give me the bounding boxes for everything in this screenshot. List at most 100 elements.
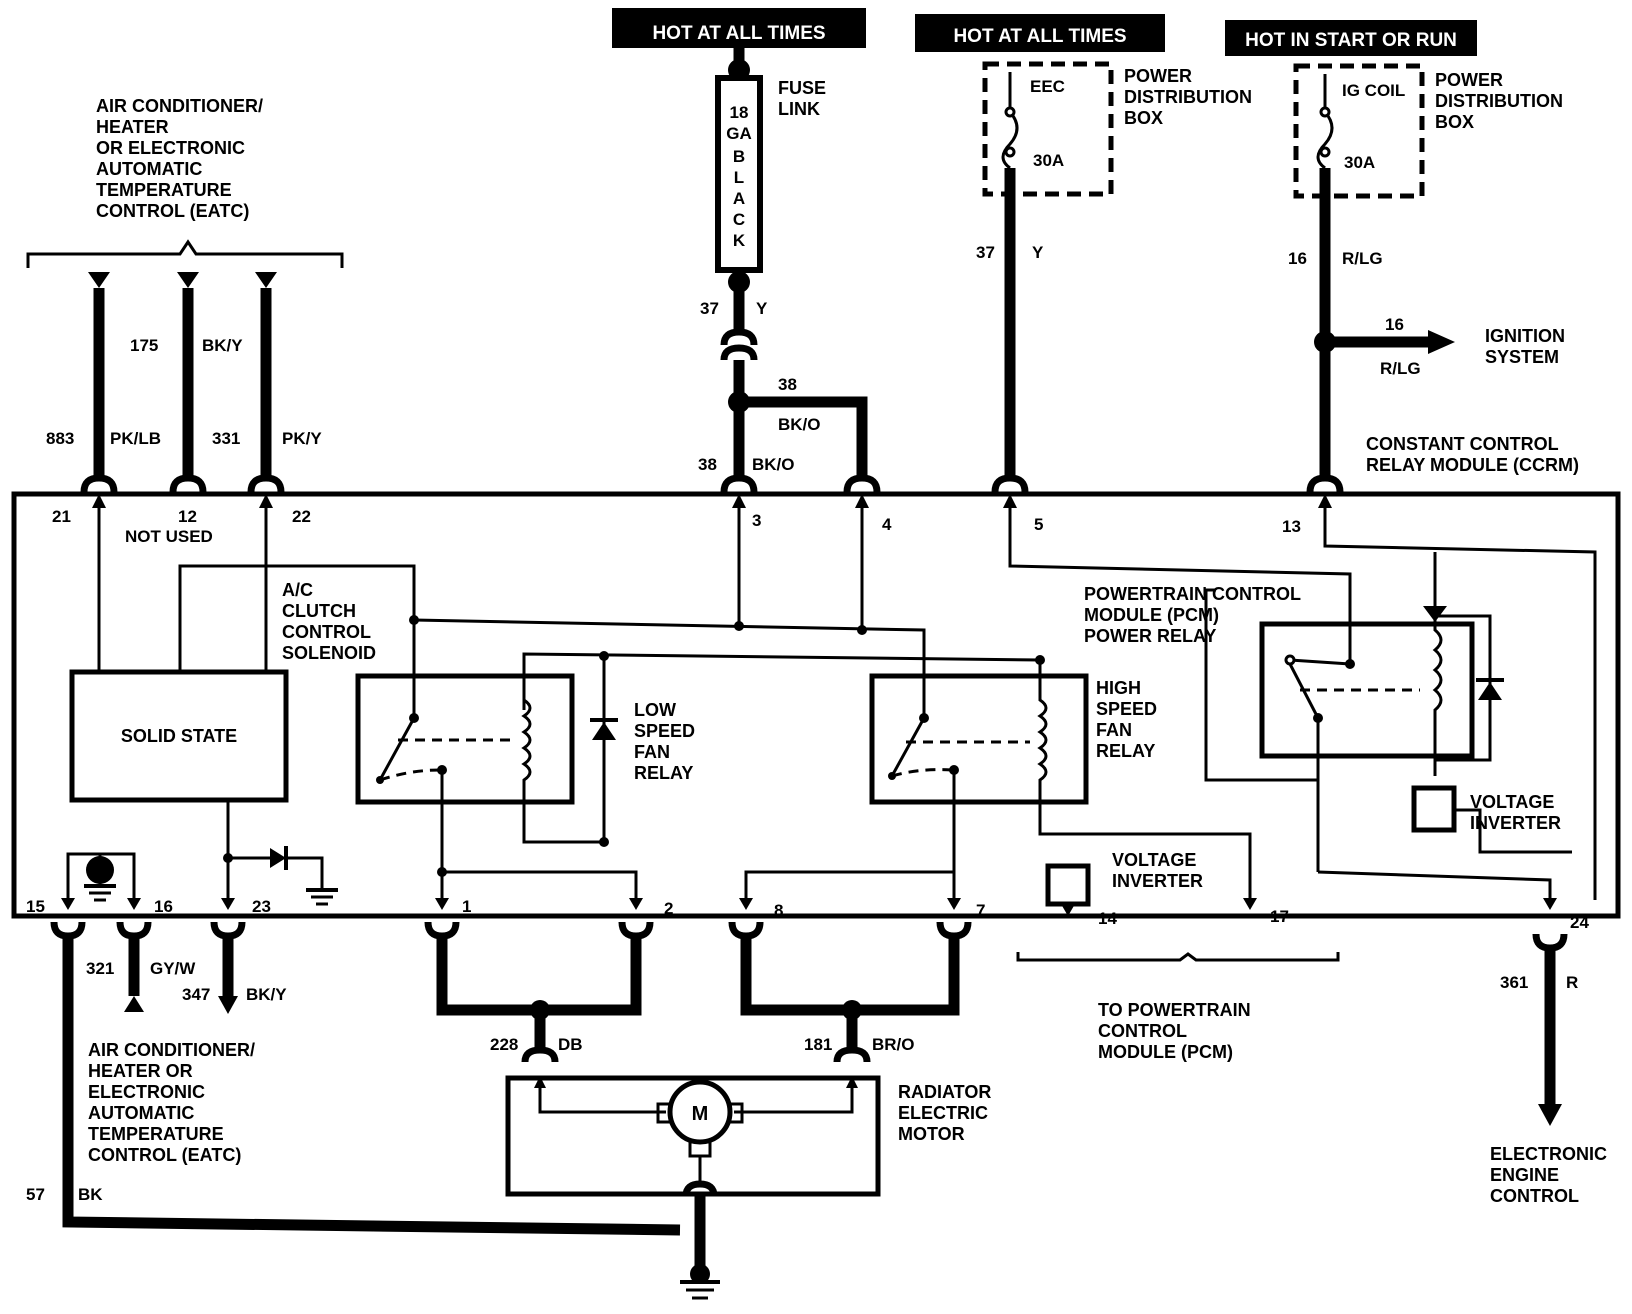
bottom-left-wiring <box>50 921 681 1236</box>
voltage-inverter-1 <box>1045 863 1091 916</box>
wire-883-color: PK/LB <box>110 429 161 448</box>
pin-12: 12 <box>178 507 197 526</box>
pcm-power-relay <box>1204 588 1557 910</box>
high-speed-fan-relay <box>869 630 1257 910</box>
pdb1-line-1: POWER <box>1124 66 1192 86</box>
eec-wire <box>1532 933 1568 1126</box>
motor-label: RADIATOR ELECTRIC MOTOR <box>898 1082 991 1144</box>
eatc-top-line-4: AUTOMATIC <box>96 159 202 179</box>
pin-24: 24 <box>1570 913 1589 932</box>
pin-5: 5 <box>1034 515 1043 534</box>
motor-line-1: RADIATOR <box>898 1082 991 1102</box>
pdb2-fuse-amp: 30A <box>1344 153 1375 172</box>
radiator-electric-motor: M <box>505 1075 881 1300</box>
wire-883-num: 883 <box>46 429 74 448</box>
pdb2-line-3: BOX <box>1435 112 1474 132</box>
pdb1-line-3: BOX <box>1124 108 1163 128</box>
eec-line-3: CONTROL <box>1490 1186 1579 1206</box>
wire-181-num: 181 <box>804 1035 832 1054</box>
low-relay-line-2: SPEED <box>634 721 695 741</box>
pcm-line-2: CONTROL <box>1098 1021 1187 1041</box>
eatc-top-label: AIR CONDITIONER/ HEATER OR ELECTRONIC AU… <box>96 96 263 221</box>
fuse-v-1: 18 <box>730 103 749 122</box>
header-hot3-text: HOT IN START OR RUN <box>1245 30 1457 51</box>
ac-clutch-label: A/C CLUTCH CONTROL SOLENOID <box>282 580 376 663</box>
ccrm-line-1: CONSTANT CONTROL <box>1366 434 1559 454</box>
pin-21: 21 <box>52 507 71 526</box>
solid-state-label: SOLID STATE <box>121 726 237 746</box>
motor-line-3: MOTOR <box>898 1124 965 1144</box>
eatc-bottom-line-1: AIR CONDITIONER/ <box>88 1040 255 1060</box>
pcm-label: TO POWERTRAIN CONTROL MODULE (PCM) <box>1098 1000 1251 1062</box>
voltage-inverter-2 <box>1411 785 1572 854</box>
low-relay-line-4: RELAY <box>634 763 693 783</box>
motor-bus-internal <box>435 867 961 910</box>
high-relay-line-4: RELAY <box>1096 741 1155 761</box>
ignition-line-2: SYSTEM <box>1485 347 1559 367</box>
ignition-wire-num: 16 <box>1385 315 1404 334</box>
low-speed-fan-relay <box>355 620 618 872</box>
wire-321-color: GY/W <box>150 959 196 978</box>
pin-14: 14 <box>1098 909 1117 928</box>
fuse-v-6: C <box>733 210 745 229</box>
wire-228-color: DB <box>558 1035 583 1054</box>
high-relay-line-3: FAN <box>1096 720 1132 740</box>
header-hot-in-start-or-run: HOT IN START OR RUN <box>1225 20 1477 56</box>
header-hot-at-all-times-2: HOT AT ALL TIMES <box>915 14 1165 52</box>
eatc-top-line-3: OR ELECTRONIC <box>96 138 245 158</box>
motor-letter: M <box>692 1103 709 1125</box>
power-distribution-box-1 <box>982 61 1114 493</box>
inverter1-line-2: INVERTER <box>1112 871 1203 891</box>
ac-clutch-line-2: CLUTCH <box>282 601 356 621</box>
pin-15: 15 <box>26 897 45 916</box>
pin-8: 8 <box>774 901 783 920</box>
wire-361-color: R <box>1566 973 1578 992</box>
eatc-top-line-5: TEMPERATURE <box>96 180 232 200</box>
pin-17: 17 <box>1270 907 1289 926</box>
pdb1-fuse-name: EEC <box>1030 77 1065 96</box>
pin-3: 3 <box>752 511 761 530</box>
wire-181-color: BR/O <box>872 1035 915 1054</box>
ignition-line-1: IGNITION <box>1485 326 1565 346</box>
not-used-label: NOT USED <box>125 527 213 546</box>
pdb1-line-2: DISTRIBUTION <box>1124 87 1252 107</box>
pin-7: 7 <box>976 901 985 920</box>
eec-label: ELECTRONIC ENGINE CONTROL <box>1490 1144 1607 1206</box>
pdb1-wire-num: 37 <box>976 243 995 262</box>
wire-38b-color: BK/O <box>752 455 795 474</box>
eatc-bottom-line-3: ELECTRONIC <box>88 1082 205 1102</box>
wire-57-num: 57 <box>26 1185 45 1204</box>
fuse-v-7: K <box>733 231 746 250</box>
wire-361-num: 361 <box>1500 973 1528 992</box>
eec-line-2: ENGINE <box>1490 1165 1559 1185</box>
wire-38b-num: 38 <box>698 455 717 474</box>
wire-57-color: BK <box>78 1185 103 1204</box>
pcm-line-1: TO POWERTRAIN <box>1098 1000 1251 1020</box>
pin-4: 4 <box>882 515 892 534</box>
solid-state-module: SOLID STATE <box>69 669 338 910</box>
pdb2-line-1: POWER <box>1435 70 1503 90</box>
fuse-link-line-1: FUSE <box>778 78 826 98</box>
pdb1-fuse-amp: 30A <box>1033 151 1064 170</box>
wire-331-color: PK/Y <box>282 429 322 448</box>
low-relay-line-3: FAN <box>634 742 670 762</box>
inverter2-line-1: VOLTAGE <box>1470 792 1554 812</box>
pin-16: 16 <box>154 897 173 916</box>
low-relay-label: LOW SPEED FAN RELAY <box>634 700 695 783</box>
pdb1-wire-color: Y <box>1032 243 1044 262</box>
pcm-relay-line-3: POWER RELAY <box>1084 626 1216 646</box>
pcm-relay-line-1: POWERTRAIN CONTROL <box>1084 584 1301 604</box>
fuse-link-line-2: LINK <box>778 99 820 119</box>
header-hot1-text: HOT AT ALL TIMES <box>652 23 825 44</box>
fuse-v-2: GA <box>726 124 752 143</box>
ccrm-line-2: RELAY MODULE (CCRM) <box>1366 455 1579 475</box>
wire-175-color: BK/Y <box>202 336 243 355</box>
high-relay-label: HIGH SPEED FAN RELAY <box>1096 678 1157 761</box>
pdb2-wire-color: R/LG <box>1342 249 1383 268</box>
eatc-top-brace <box>26 239 344 268</box>
ground-15-16 <box>61 852 141 910</box>
pcm-line-3: MODULE (PCM) <box>1098 1042 1233 1062</box>
header-hot2-text: HOT AT ALL TIMES <box>953 26 1126 47</box>
pin-2: 2 <box>664 899 673 918</box>
